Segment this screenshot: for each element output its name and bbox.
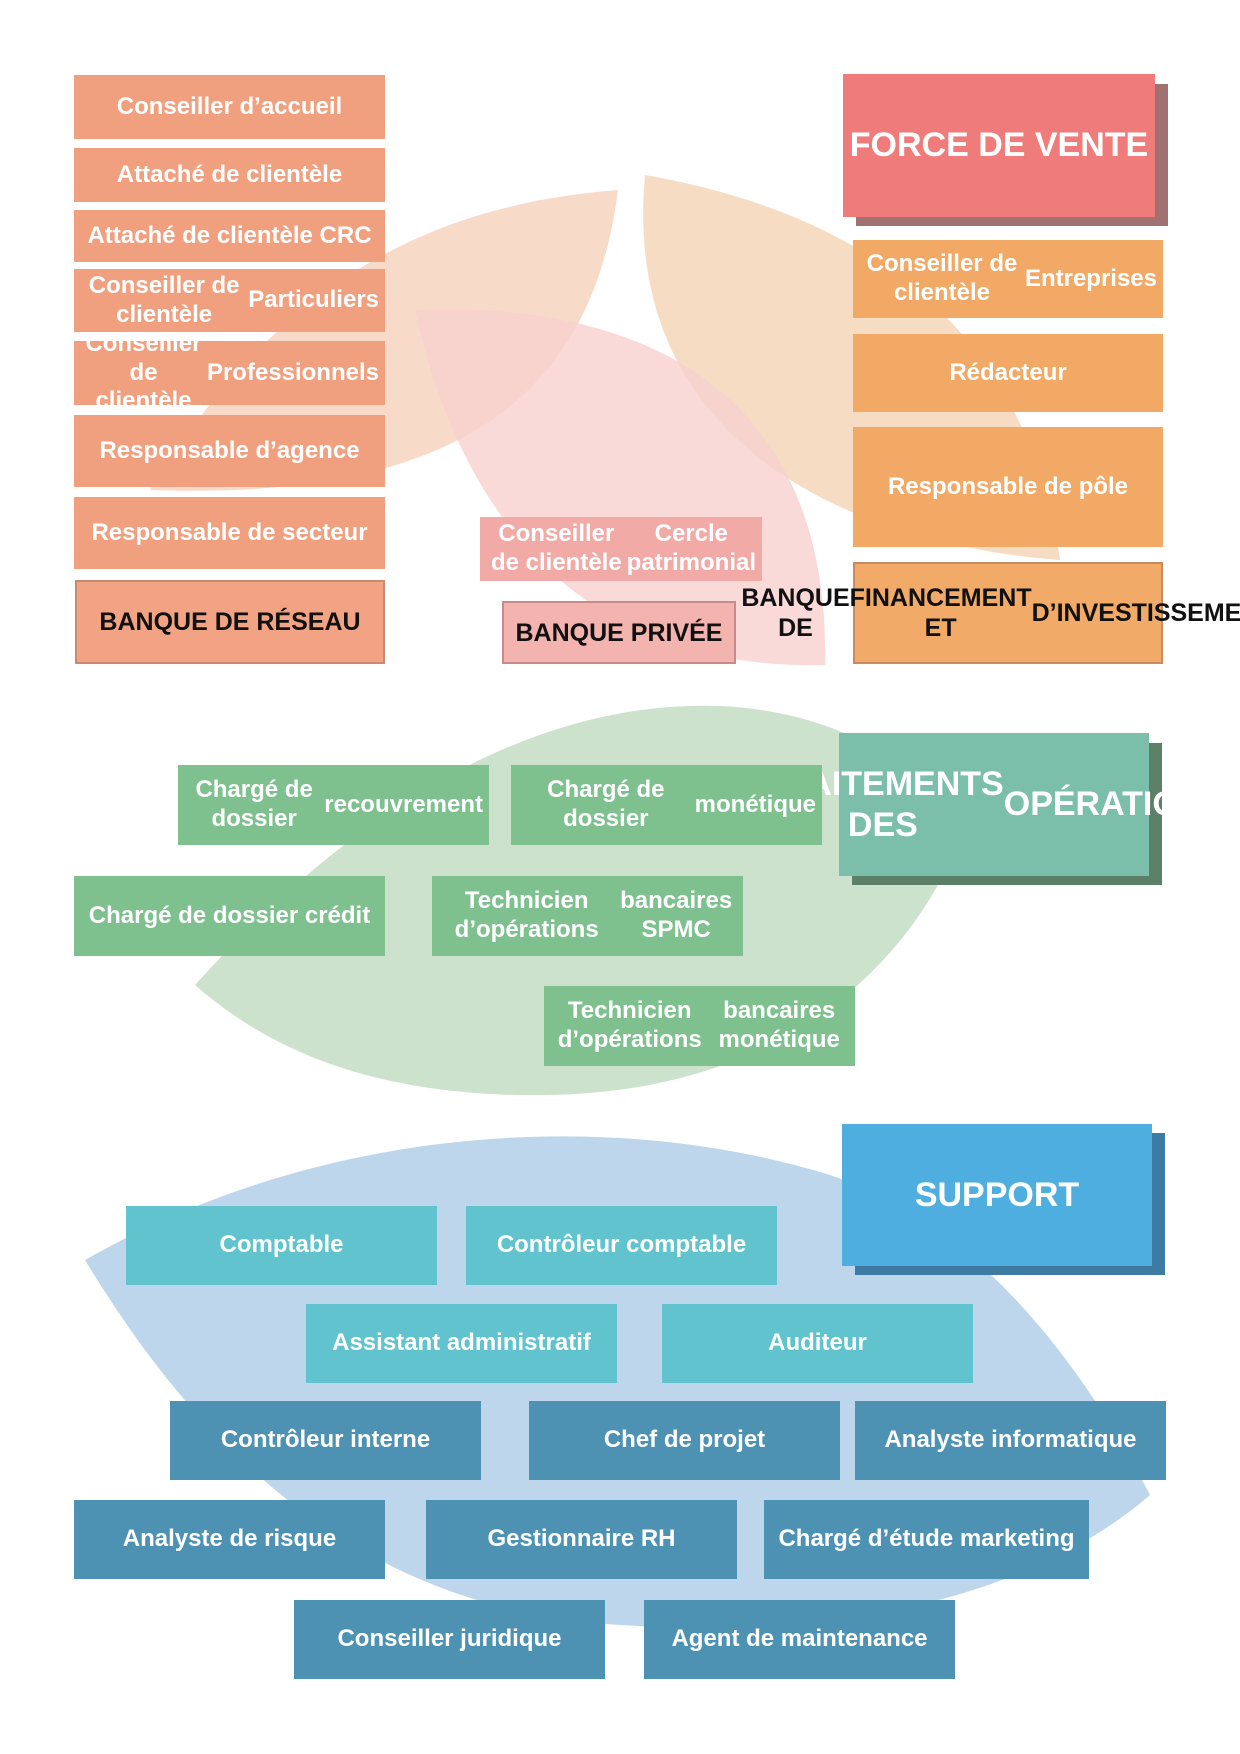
- job-charge-etude-marketing: Chargé d’étude marketing: [764, 1500, 1089, 1579]
- job-conseiller-cercle-patrimonial: Conseiller de clientèle Cercle patrimoni…: [480, 517, 762, 581]
- job-gestionnaire-rh: Gestionnaire RH: [426, 1500, 737, 1579]
- support-header: SUPPORT: [842, 1124, 1152, 1266]
- job-technicien-monetique: Technicien d’opérations bancaires monéti…: [544, 986, 855, 1066]
- job-attache-clientele-crc: Attaché de clientèle CRC: [74, 210, 385, 262]
- job-chef-de-projet: Chef de projet: [529, 1401, 840, 1480]
- job-controleur-interne: Contrôleur interne: [170, 1401, 481, 1480]
- job-responsable-pole: Responsable de pôle: [853, 427, 1163, 547]
- job-assistant-administratif: Assistant administratif: [306, 1304, 617, 1383]
- job-analyste-de-risque: Analyste de risque: [74, 1500, 385, 1579]
- job-responsable-secteur: Responsable de secteur: [74, 497, 385, 569]
- job-analyste-informatique: Analyste informatique: [855, 1401, 1166, 1480]
- job-redacteur: Rédacteur: [853, 334, 1163, 412]
- force-de-vente-title: FORCE DE VENTE: [849, 126, 1149, 165]
- job-controleur-comptable: Contrôleur comptable: [466, 1206, 777, 1285]
- traitements-header: TRAITEMENTS DES OPÉRATIONS: [762, 733, 1226, 876]
- force-de-vente-header: FORCE DE VENTE: [843, 74, 1155, 217]
- label-banque-privee: BANQUE PRIVÉE: [502, 601, 736, 664]
- job-technicien-spmc: Technicien d’opérations bancaires SPMC: [432, 876, 743, 956]
- job-conseiller-clientele-entreprises: Conseiller de clientèle Entreprises: [853, 240, 1163, 318]
- job-charge-dossier-monetique: Chargé de dossier monétique: [511, 765, 822, 845]
- job-auditeur: Auditeur: [662, 1304, 973, 1383]
- job-conseiller-clientele-particuliers: Conseiller de clientèle Particuliers: [74, 269, 385, 332]
- job-comptable: Comptable: [126, 1206, 437, 1285]
- job-responsable-agence: Responsable d’agence: [74, 415, 385, 487]
- job-conseiller-juridique: Conseiller juridique: [294, 1600, 605, 1679]
- job-charge-dossier-credit: Chargé de dossier crédit: [74, 876, 385, 956]
- job-agent-de-maintenance: Agent de maintenance: [644, 1600, 955, 1679]
- label-bfi: BANQUE DE FINANCEMENT ET D’INVESTISSEMEN…: [741, 562, 1240, 664]
- job-attache-clientele: Attaché de clientèle: [74, 148, 385, 202]
- job-charge-dossier-recouvrement: Chargé de dossier recouvrement: [178, 765, 489, 845]
- label-banque-de-reseau: BANQUE DE RÉSEAU: [75, 580, 385, 664]
- job-conseiller-accueil: Conseiller d’accueil: [74, 75, 385, 139]
- job-conseiller-clientele-professionnels: Conseiller de clientèle Professionnels: [74, 330, 385, 414]
